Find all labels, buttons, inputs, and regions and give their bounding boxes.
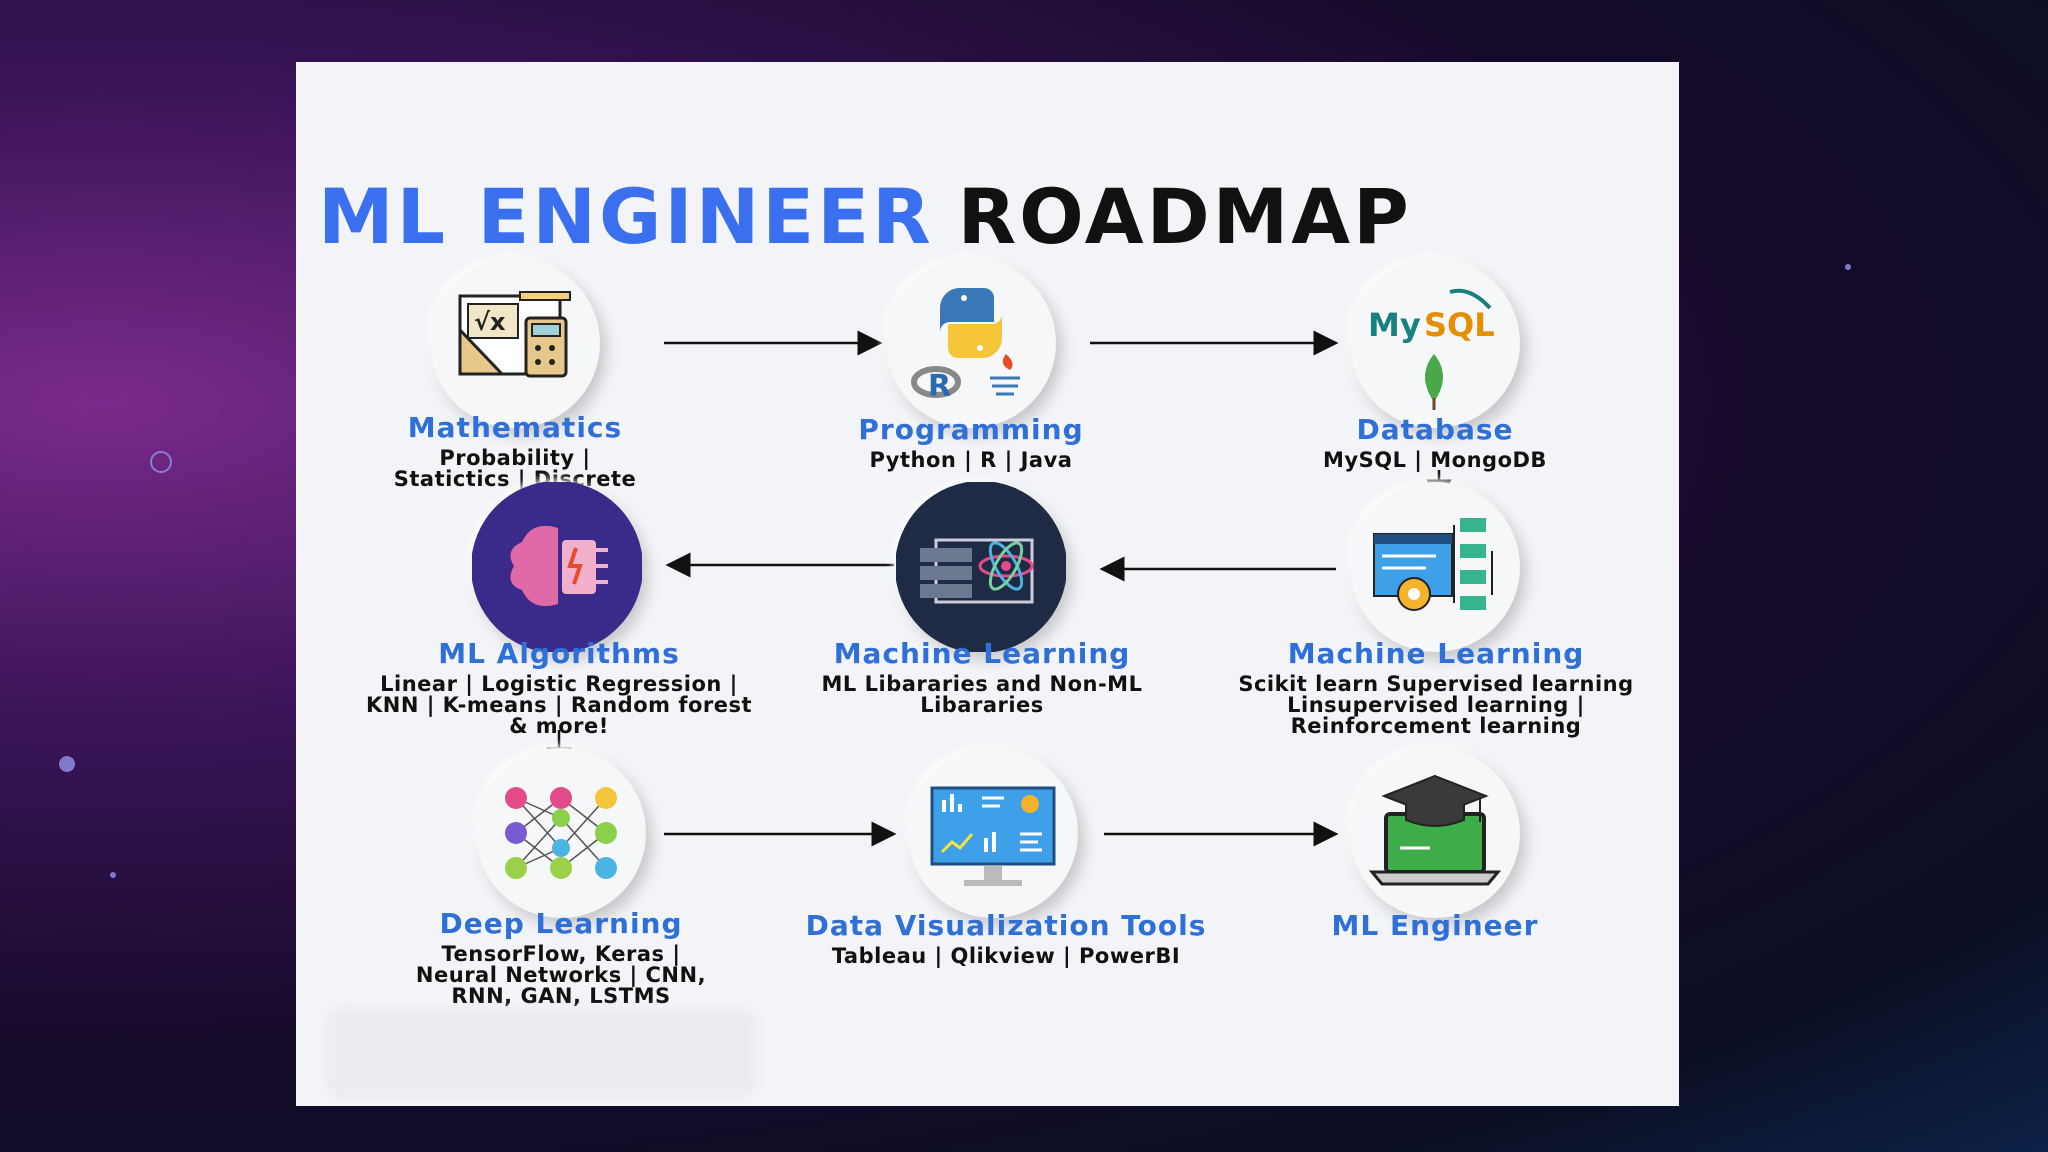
- step-heading: Database: [1356, 413, 1514, 446]
- title-part-black: ROADMAP: [957, 172, 1412, 261]
- decor-dot: [110, 872, 116, 878]
- step-subtitle: Linear | Logistic Regression | KNN | K-m…: [365, 672, 753, 738]
- node-ml-engineer: [1350, 748, 1520, 918]
- step-heading: Deep Learning: [439, 907, 683, 940]
- label-deep-learning: Deep Learning TensorFlow, Keras | Neural…: [376, 908, 746, 1007]
- node-machine-learning-right: [1350, 482, 1520, 652]
- svg-text:√x: √x: [474, 308, 506, 336]
- brain-chip-icon: [472, 482, 642, 652]
- math-tools-icon: √x: [458, 291, 571, 378]
- step-subtitle: MySQL | MongoDB: [1323, 448, 1547, 472]
- mysql-mongodb-icon: My SQL: [1368, 288, 1495, 410]
- svg-text:R: R: [928, 369, 951, 404]
- dashboard-monitor-icon: [930, 786, 1056, 886]
- step-heading: ML Algorithms: [438, 637, 680, 670]
- label-programming: Programming Python | R | Java: [826, 414, 1116, 471]
- decor-ring: [150, 451, 172, 473]
- step-heading: Machine Learning: [833, 637, 1131, 670]
- blurred-watermark-area: [326, 1008, 756, 1098]
- flowchart-gear-icon: [1373, 518, 1493, 611]
- svg-text:SQL: SQL: [1424, 306, 1495, 344]
- label-machine-learning-center: Machine Learning ML Libararies and Non-M…: [812, 638, 1152, 716]
- step-subtitle: Scikit learn Supervised learning Linsupe…: [1238, 672, 1634, 738]
- node-mathematics: √x: [430, 258, 600, 428]
- decor-dot: [59, 756, 75, 772]
- step-heading: Programming: [858, 413, 1084, 446]
- neural-network-icon: [505, 787, 617, 879]
- step-heading: Machine Learning: [1287, 637, 1585, 670]
- node-programming: R: [886, 258, 1056, 428]
- step-subtitle: Python | R | Java: [869, 448, 1073, 472]
- step-heading: Data Visualization Tools: [805, 909, 1207, 942]
- title-part-blue: ML ENGINEER: [318, 172, 934, 261]
- label-machine-learning-right: Machine Learning Scikit learn Supervised…: [1196, 638, 1676, 737]
- decor-dot: [1845, 264, 1851, 270]
- node-machine-learning-center: [896, 482, 1066, 652]
- node-ml-algorithms: [472, 482, 642, 652]
- label-mathematics: Mathematics Probability | Statictics | D…: [390, 412, 640, 490]
- python-r-java-icon: R: [911, 288, 1020, 404]
- node-data-visualization: [908, 748, 1078, 918]
- svg-text:My: My: [1368, 306, 1421, 344]
- step-subtitle: Tableau | Qlikview | PowerBI: [831, 944, 1181, 968]
- step-heading: ML Engineer: [1331, 909, 1539, 942]
- node-database: My SQL: [1350, 258, 1520, 428]
- label-ml-algorithms: ML Algorithms Linear | Logistic Regressi…: [364, 638, 754, 737]
- page-title: ML ENGINEER ROADMAP: [318, 172, 1668, 261]
- step-subtitle: TensorFlow, Keras | Neural Networks | CN…: [415, 942, 707, 1008]
- graduation-laptop-icon: [1368, 774, 1502, 886]
- label-data-visualization: Data Visualization Tools Tableau | Qlikv…: [776, 910, 1236, 967]
- atom-server-icon: [896, 482, 1066, 652]
- label-ml-engineer: ML Engineer: [1290, 910, 1580, 942]
- step-heading: Mathematics: [407, 411, 623, 444]
- step-subtitle: ML Libararies and Non-ML Libararies: [821, 672, 1143, 717]
- label-database: Database MySQL | MongoDB: [1290, 414, 1580, 471]
- flow-arrows: [546, 330, 1452, 847]
- node-deep-learning: [476, 748, 646, 918]
